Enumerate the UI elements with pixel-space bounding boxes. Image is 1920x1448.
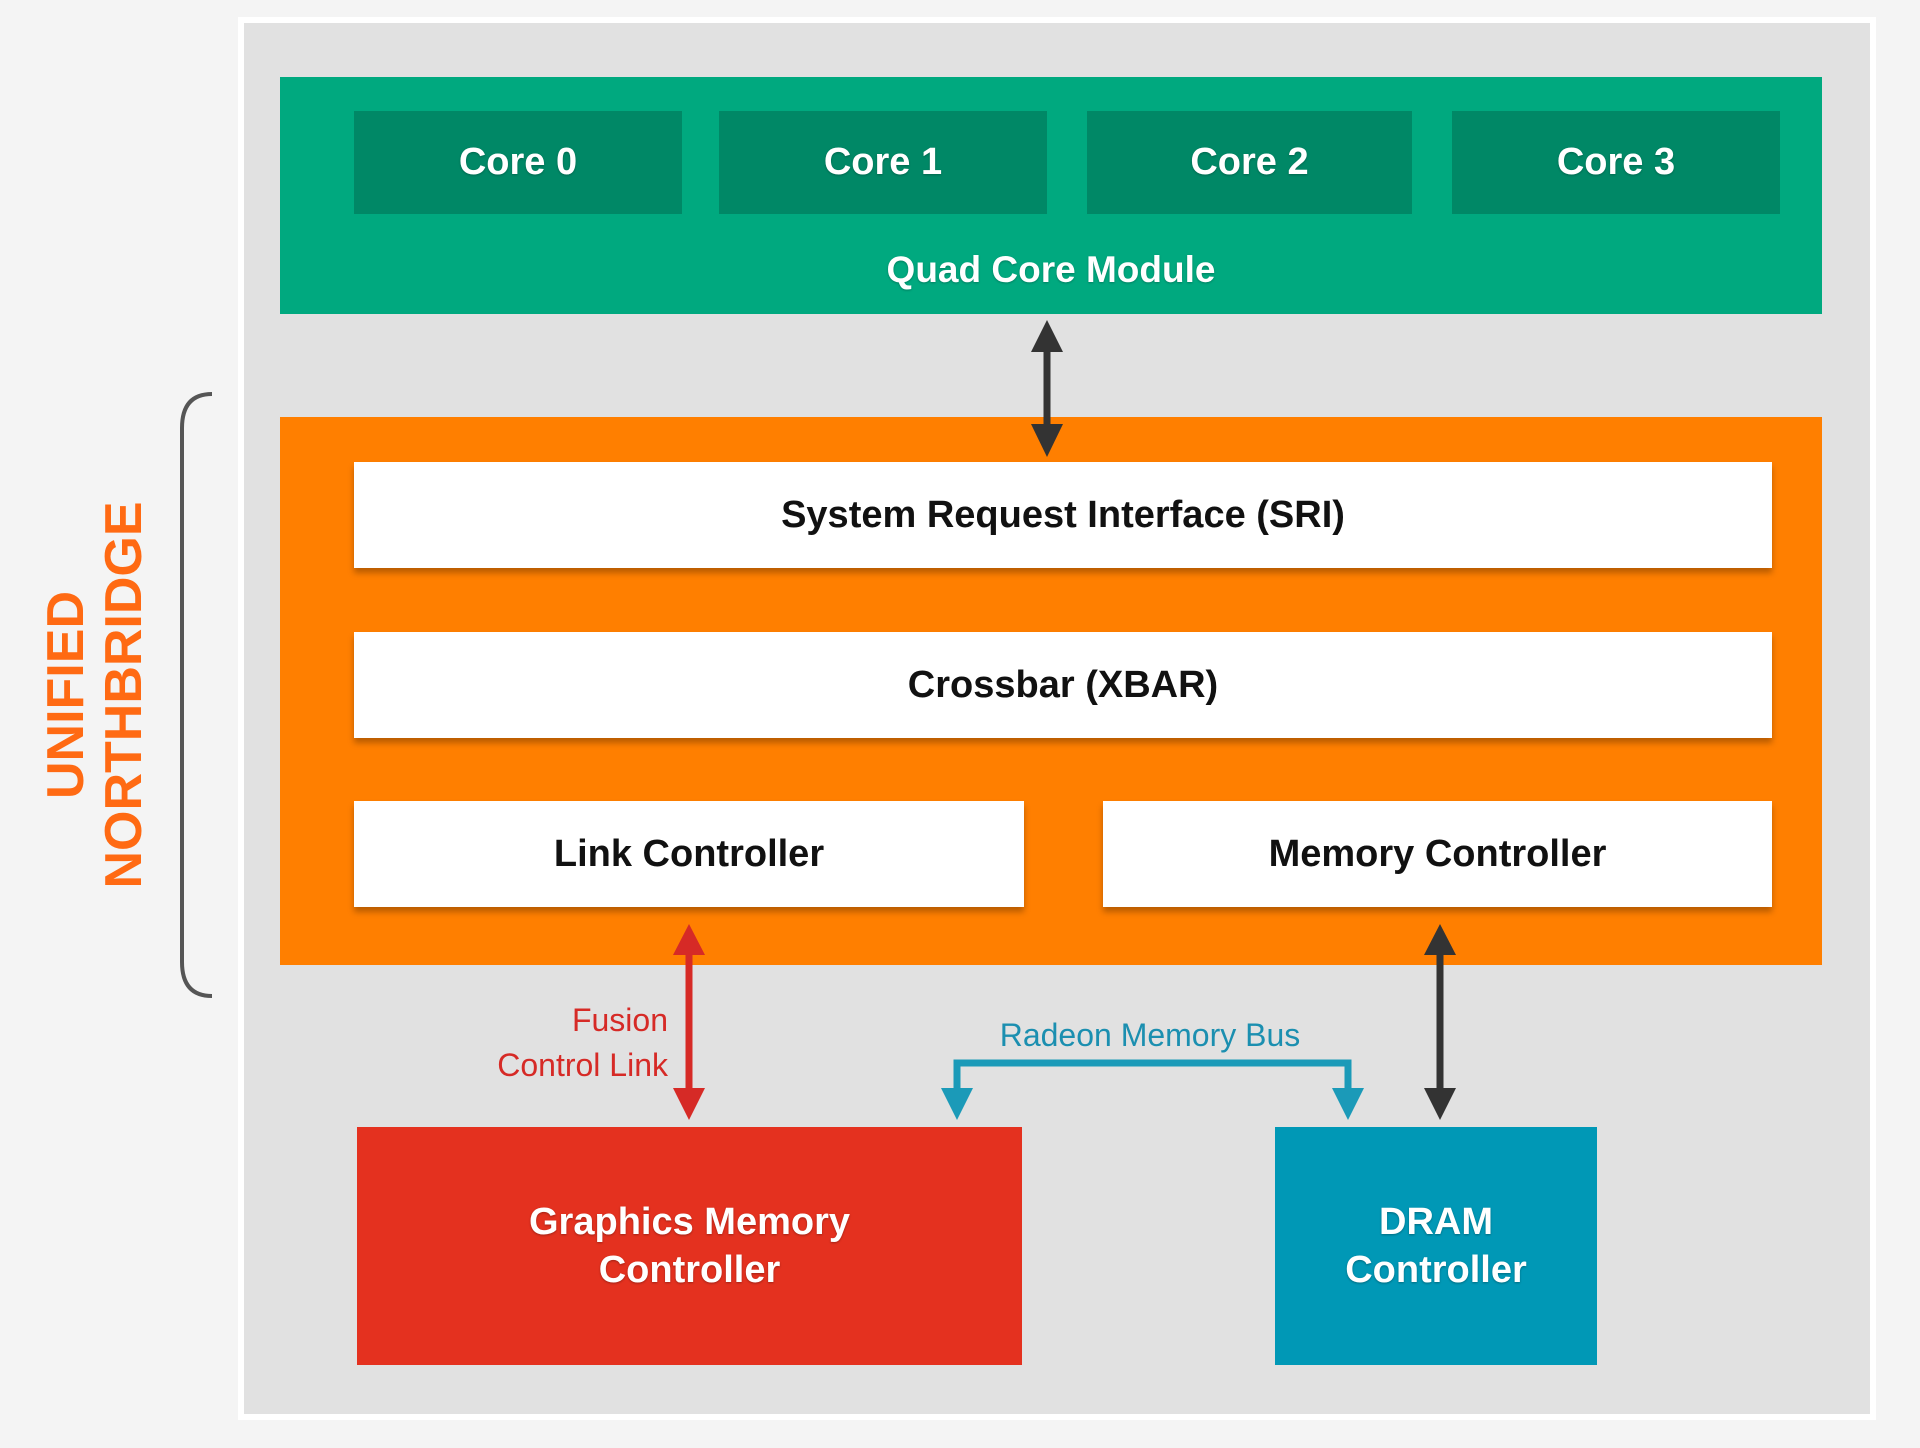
sri-box: System Request Interface (SRI) [354, 462, 1772, 568]
dram-controller: DRAM Controller [1275, 1127, 1597, 1365]
crossbar-box: Crossbar (XBAR) [354, 632, 1772, 738]
dram-controller-line2: Controller [1345, 1249, 1527, 1291]
side-label-line1: UNIFIED [37, 591, 95, 800]
radeon-memory-bus-label: Radeon Memory Bus [999, 1017, 1301, 1053]
graphics-memory-controller: Graphics Memory Controller [357, 1127, 1022, 1365]
quad-core-module-label: Quad Core Module [886, 249, 1216, 290]
memory-controller-box: Memory Controller [1103, 801, 1772, 907]
fusion-label-line1: Fusion [571, 1002, 668, 1038]
core-3-box: Core 3 [1452, 111, 1780, 214]
dram-controller-line1: DRAM [1379, 1201, 1493, 1243]
fusion-control-link-label: Fusion Control Link [410, 998, 668, 1088]
side-label-line2: NORTHBRIDGE [95, 501, 153, 889]
graphics-controller-line1: Graphics Memory [529, 1201, 850, 1243]
graphics-controller-line2: Controller [598, 1249, 781, 1291]
core-2-box: Core 2 [1087, 111, 1412, 214]
core-0-box: Core 0 [354, 111, 682, 214]
unified-northbridge-label: UNIFIED NORTHBRIDGE [37, 501, 153, 888]
core-1-box: Core 1 [719, 111, 1047, 214]
northbridge-bracket [180, 392, 213, 998]
link-controller-box: Link Controller [354, 801, 1024, 907]
fusion-label-line2: Control Link [497, 1047, 668, 1083]
